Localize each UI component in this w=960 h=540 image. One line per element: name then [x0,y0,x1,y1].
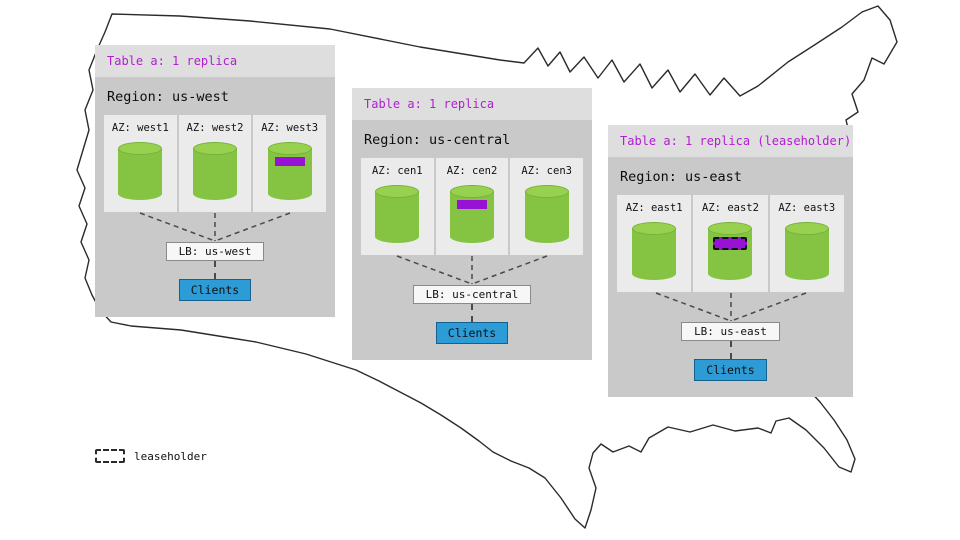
clients-box: Clients [435,322,509,344]
lb-clients-connector [214,261,216,279]
region-panel-us-west: Table a: 1 replica Region: us-west AZ: w… [95,45,335,317]
az-box-east2: AZ: east2 [693,195,768,292]
region-body: Region: us-east AZ: east1 AZ: east2 [608,157,853,397]
cylinder-body [118,148,163,194]
region-title: Region: us-east [620,169,742,185]
database-cylinder [524,185,569,243]
table-replica-header: Table a: 1 replica (leaseholder) [608,125,853,157]
connector-lines [655,292,806,322]
az-row: AZ: west1 AZ: west2 AZ: west3 [104,115,327,212]
database-cylinder [708,222,753,280]
az-box-east3: AZ: east3 [769,195,844,292]
database-cylinder [193,142,237,200]
az-label: AZ: cen1 [372,165,423,177]
az-label: AZ: west2 [186,122,244,134]
az-label: AZ: west3 [261,122,319,134]
az-box-west2: AZ: west2 [178,115,252,212]
az-box-cen3: AZ: cen3 [510,158,584,255]
cylinder-body [375,191,420,237]
az-label: AZ: west1 [111,122,169,134]
cylinder-body [524,191,569,237]
database-cylinder [784,222,829,280]
load-balancer-box: LB: us-west [165,242,265,261]
cylinder-body [450,191,494,237]
load-balancer-box: LB: us-central [412,285,532,304]
database-cylinder [450,185,494,243]
database-cylinder [632,222,677,280]
az-box-east1: AZ: east1 [617,195,692,292]
region-body: Region: us-central AZ: cen1 AZ: cen2 [352,120,592,360]
leaseholder-band [713,237,748,250]
cylinder-top [708,222,753,235]
database-cylinder [267,142,312,200]
cylinder-body [632,228,677,274]
legend: leaseholder [95,449,207,463]
clients-box: Clients [694,359,767,381]
cylinder-top [450,185,494,198]
cylinder-body [708,228,753,274]
region-title: Region: us-central [364,132,511,148]
leaseholder-swatch-icon [95,449,125,463]
table-replica-header: Table a: 1 replica [352,88,592,120]
table-replica-header: Table a: 1 replica [95,45,335,77]
cylinder-top [632,222,677,235]
az-box-cen2: AZ: cen2 [435,158,509,255]
cylinder-body [193,148,237,194]
lb-clients-connector [729,341,732,359]
cylinder-top [784,222,829,235]
region-panel-us-east: Table a: 1 replica (leaseholder) Region:… [608,125,853,397]
lb-clients-connector [471,304,473,322]
az-label: AZ: east2 [702,202,759,214]
cylinder-top [524,185,569,198]
az-row: AZ: cen1 AZ: cen2 AZ: cen3 [361,158,584,255]
connector-lines [139,212,291,242]
replica-band [274,157,305,166]
az-label: AZ: east1 [625,202,683,214]
cylinder-top [118,142,163,155]
az-label: AZ: east3 [778,202,836,214]
az-label: AZ: cen2 [446,165,498,177]
clients-box: Clients [178,279,252,301]
region-body: Region: us-west AZ: west1 AZ: west2 [95,77,335,317]
az-box-west1: AZ: west1 [104,115,177,212]
cylinder-top [267,142,312,155]
replica-band [457,200,487,209]
cylinder-top [193,142,237,155]
cylinder-body [784,228,829,274]
database-cylinder [375,185,420,243]
az-box-cen1: AZ: cen1 [361,158,434,255]
cylinder-top [375,185,420,198]
legend-label: leaseholder [134,449,207,463]
database-cylinder [118,142,163,200]
az-box-west3: AZ: west3 [253,115,327,212]
load-balancer-box: LB: us-east [681,322,780,341]
az-label: AZ: cen3 [521,165,572,177]
connector-lines [396,255,548,285]
region-panel-us-central: Table a: 1 replica Region: us-central AZ… [352,88,592,360]
cylinder-body [267,148,312,194]
az-row: AZ: east1 AZ: east2 AZ: east3 [617,195,844,292]
region-title: Region: us-west [107,89,229,105]
